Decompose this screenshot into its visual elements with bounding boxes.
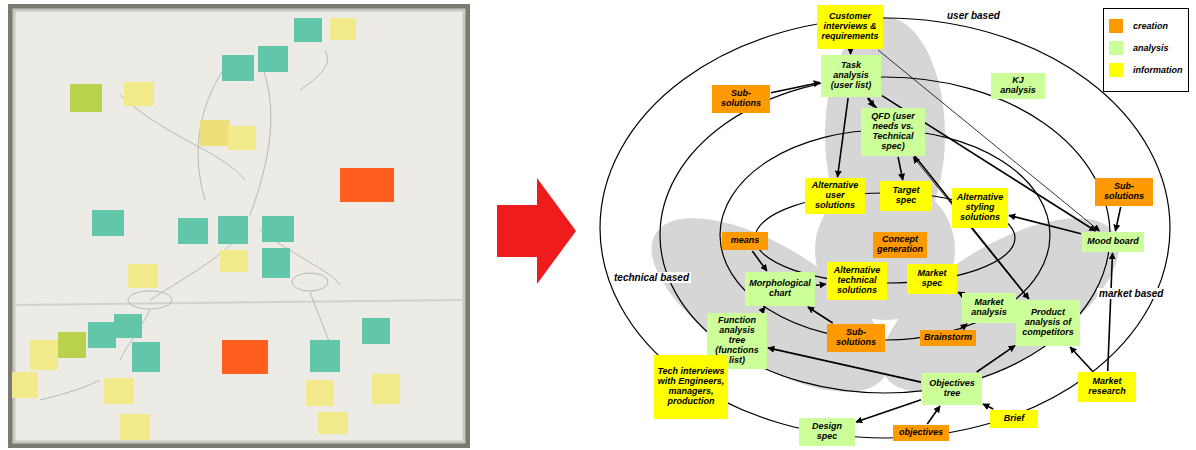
analysis-box: Morphological chart bbox=[745, 272, 815, 306]
box-text: Product analysis of competitors bbox=[1019, 308, 1077, 338]
paper-sheet bbox=[14, 10, 464, 442]
box-text: Task analysis (user list) bbox=[824, 61, 878, 91]
legend-swatch bbox=[1109, 41, 1123, 55]
legend-box: creation analysis information bbox=[1103, 8, 1189, 92]
legend-row: creation bbox=[1109, 19, 1183, 33]
region-label: technical based bbox=[612, 272, 691, 283]
box-text: Alternative user solutions bbox=[808, 181, 862, 211]
transition-arrow bbox=[497, 178, 576, 284]
trefoil-lobes bbox=[625, 17, 1145, 426]
box-text: Mood board bbox=[1087, 237, 1139, 247]
legend-row: information bbox=[1109, 63, 1183, 77]
analysis-box: Product analysis of competitors bbox=[1016, 300, 1080, 346]
flow-arrow bbox=[850, 50, 852, 54]
creation-box: Sub-solutions bbox=[712, 85, 770, 113]
flow-arrow bbox=[983, 404, 993, 409]
information-box: Market research bbox=[1078, 372, 1136, 402]
flow-arrow bbox=[856, 400, 921, 422]
creation-box: Sub-solutions bbox=[827, 324, 885, 352]
box-text: Sub-solutions bbox=[715, 89, 767, 109]
flow-arrow bbox=[868, 98, 875, 107]
flow-arrow bbox=[977, 346, 1015, 372]
flow-arrow bbox=[816, 284, 826, 285]
sticky-notes bbox=[12, 18, 400, 440]
box-text: Tech interviews with Engineers, managers… bbox=[657, 367, 725, 407]
flow-arrow bbox=[958, 292, 961, 294]
information-box: Market spec bbox=[907, 264, 957, 294]
analysis-box: Market analysis bbox=[962, 293, 1016, 323]
box-text: Morphological chart bbox=[748, 279, 812, 299]
creation-box: Sub-solutions bbox=[1095, 178, 1153, 206]
box-text: Target spec bbox=[883, 186, 929, 206]
legend-row: analysis bbox=[1109, 41, 1183, 55]
region-label: user based bbox=[945, 10, 1002, 21]
analysis-box: Objectives tree bbox=[922, 373, 982, 405]
flow-arrow bbox=[838, 98, 849, 177]
legend-swatch bbox=[1109, 19, 1123, 33]
creation-box: objectives bbox=[893, 425, 949, 441]
box-text: Brief bbox=[1004, 414, 1025, 424]
box-text: Alternative styling solutions bbox=[955, 193, 1005, 223]
information-box: Alternative styling solutions bbox=[952, 188, 1008, 228]
creation-box: Brainstorm bbox=[920, 330, 976, 346]
information-box: Alternative technical solutions bbox=[827, 262, 887, 300]
box-text: Brainstorm bbox=[924, 333, 972, 343]
paper-edge bbox=[14, 10, 464, 442]
legend-swatch bbox=[1109, 63, 1123, 77]
creation-box: Concept generation bbox=[873, 232, 927, 258]
analysis-box: QFD (user needs vs. Technical spec) bbox=[861, 108, 925, 156]
flow-arrow bbox=[761, 307, 765, 312]
information-box: Target spec bbox=[880, 181, 932, 211]
analysis-box: Task analysis (user list) bbox=[821, 55, 881, 97]
box-text: objectives bbox=[899, 428, 943, 438]
box-text: Market research bbox=[1081, 377, 1133, 397]
legend-text: information bbox=[1133, 65, 1183, 75]
photo-frame bbox=[8, 4, 470, 448]
box-text: KJ analysis bbox=[994, 76, 1042, 96]
flow-arrow bbox=[927, 406, 940, 424]
flow-arrow bbox=[898, 157, 903, 180]
box-text: Sub-solutions bbox=[830, 328, 882, 348]
legend-text: analysis bbox=[1133, 43, 1169, 53]
pencil-lines bbox=[40, 50, 340, 400]
flow-arrow bbox=[771, 83, 820, 93]
legend-text: creation bbox=[1133, 21, 1168, 31]
box-text: Alternative technical solutions bbox=[830, 266, 884, 296]
information-box: Brief bbox=[990, 410, 1038, 428]
creation-box: means bbox=[722, 232, 768, 250]
flow-arrow bbox=[1009, 215, 1081, 233]
box-text: QFD (user needs vs. Technical spec) bbox=[864, 112, 922, 152]
box-text: Market spec bbox=[910, 269, 954, 289]
box-text: means bbox=[731, 236, 760, 246]
box-text: Concept generation bbox=[876, 235, 924, 255]
concentric-ellipses bbox=[600, 18, 1170, 438]
box-text: Objectives tree bbox=[925, 379, 979, 399]
box-text: Customer interviews & requirements bbox=[820, 12, 880, 42]
analysis-box: Mood board bbox=[1082, 232, 1144, 252]
flow-arrow bbox=[1108, 253, 1113, 371]
flow-arrow bbox=[1070, 347, 1092, 371]
flow-arrow bbox=[808, 307, 833, 323]
information-box: Tech interviews with Engineers, managers… bbox=[654, 355, 728, 419]
region-label: market based bbox=[1097, 288, 1165, 299]
flow-arrow bbox=[960, 324, 967, 329]
information-box: Alternative user solutions bbox=[805, 178, 865, 214]
flow-arrow bbox=[752, 251, 767, 271]
analysis-box: KJ analysis bbox=[991, 73, 1045, 99]
flow-arrow bbox=[1115, 207, 1120, 231]
flow-arrow bbox=[768, 348, 921, 382]
analysis-box: Design spec bbox=[799, 418, 855, 446]
box-text: Design spec bbox=[802, 422, 852, 442]
paper-fold bbox=[14, 300, 464, 305]
box-text: Sub-solutions bbox=[1098, 182, 1150, 202]
information-box: Customer interviews & requirements bbox=[817, 5, 883, 49]
box-text: Market analysis bbox=[965, 298, 1013, 318]
